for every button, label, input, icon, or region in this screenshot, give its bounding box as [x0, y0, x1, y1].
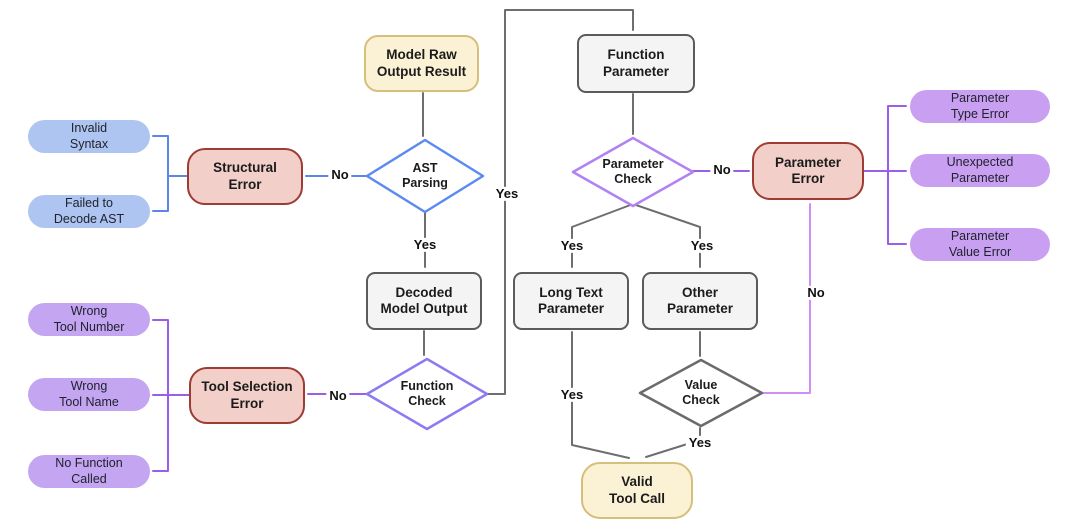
node-parameter-value-error: Parameter Value Error [910, 228, 1050, 261]
node-structural-error: Structural Error [187, 148, 303, 205]
edge-parametercheck-yes-to-longtext [571, 203, 634, 268]
node-label: Parameter Error [774, 154, 842, 186]
node-decoded-model-output: Decoded Model Output [366, 272, 482, 330]
function-check-diamond-shape [365, 357, 489, 431]
node-long-text-parameter: Long Text Parameter [513, 272, 629, 330]
node-label: Decoded Model Output [380, 284, 468, 316]
node-ast-parsing: AST Parsing [365, 138, 485, 214]
node-tool-selection-error: Tool Selection Error [189, 367, 305, 424]
node-label: Long Text Parameter [537, 284, 605, 316]
node-model-raw-output-result: Model Raw Output Result [364, 35, 479, 92]
node-label: Function Parameter [602, 47, 670, 79]
ast-parsing-diamond-shape [365, 138, 485, 214]
node-label: Wrong Tool Name [59, 379, 119, 409]
node-label: Parameter Value Error [948, 229, 1012, 259]
node-label: Structural Error [213, 160, 277, 192]
edge-label-longtext-yes: Yes [557, 387, 587, 403]
edge-label-parametercheck-no: No [710, 162, 734, 178]
node-parameter-error: Parameter Error [752, 142, 864, 200]
edge-label-valuecheck-no: No [804, 285, 828, 301]
edge-label-parametercheck-yes-right: Yes [687, 238, 717, 254]
node-no-function-called: No Function Called [28, 455, 150, 488]
node-parameter-check: Parameter Check [571, 136, 695, 208]
node-label: Parameter Check [602, 157, 664, 186]
node-valid-tool-call: Valid Tool Call [581, 462, 693, 519]
edge-label-functioncheck-no: No [326, 388, 350, 404]
edge-functioncheck-yes-to-functionparameter [486, 9, 634, 395]
node-invalid-syntax: Invalid Syntax [28, 120, 150, 153]
node-label: AST Parsing [402, 161, 448, 190]
edge-toolselectionerror-to-wrongtoolnumber [152, 319, 190, 396]
parameter-check-diamond-shape [571, 136, 695, 208]
edge-structuralerror-to-faileddecode [152, 175, 169, 212]
edge-parametererror-to-parametertypeerror [863, 105, 907, 172]
edge-label-functioncheck-yes: Yes [492, 186, 522, 202]
node-wrong-tool-name: Wrong Tool Name [28, 378, 150, 411]
edge-label-ast-no: No [328, 167, 352, 183]
edge-valuecheck-no-to-parametererror [761, 203, 811, 394]
node-label: Model Raw Output Result [376, 47, 467, 79]
node-failed-to-decode-ast: Failed to Decode AST [28, 195, 150, 228]
node-function-parameter: Function Parameter [577, 34, 695, 93]
node-label: Parameter Type Error [950, 91, 1010, 121]
edge-structuralerror-to-invalidsyntax [152, 135, 188, 177]
value-check-diamond-shape [638, 358, 764, 428]
node-other-parameter: Other Parameter [642, 272, 758, 330]
node-wrong-tool-number: Wrong Tool Number [28, 303, 150, 336]
node-value-check: Value Check [638, 358, 764, 428]
node-label: Valid Tool Call [609, 474, 665, 506]
edge-label-parametercheck-yes-left: Yes [557, 238, 587, 254]
node-label: No Function Called [55, 456, 123, 486]
node-function-check: Function Check [365, 357, 489, 431]
node-label: Function Check [400, 379, 454, 408]
edge-toolselectionerror-to-nofunctioncalled [152, 394, 169, 472]
edge-parametererror-to-parametervalueerror [887, 170, 907, 245]
edge-parametercheck-yes-to-otherparam [632, 203, 701, 268]
edge-longtext-yes-to-validtoolcall [571, 331, 630, 459]
node-parameter-type-error: Parameter Type Error [910, 90, 1050, 123]
node-label: Wrong Tool Number [53, 304, 125, 334]
node-unexpected-parameter: Unexpected Parameter [910, 154, 1050, 187]
edge-label-valuecheck-yes: Yes [685, 435, 715, 451]
node-label: Invalid Syntax [69, 121, 109, 151]
node-label: Unexpected Parameter [946, 155, 1014, 185]
node-label: Other Parameter [666, 284, 734, 316]
node-label: Failed to Decode AST [53, 196, 125, 226]
edge-label-ast-yes: Yes [410, 237, 440, 253]
node-label: Value Check [682, 378, 720, 407]
node-label: Tool Selection Error [201, 379, 293, 411]
